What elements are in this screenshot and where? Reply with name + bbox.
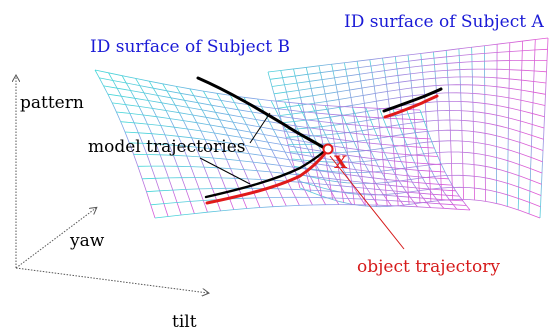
mesh-line <box>445 50 454 200</box>
mesh-line <box>133 153 453 186</box>
mesh-line <box>394 56 410 205</box>
model-trajectories-leader-upper <box>249 112 271 144</box>
mesh-line <box>271 60 547 87</box>
id-surface-subject-a <box>267 37 549 219</box>
mesh-line <box>275 76 547 102</box>
mesh-line <box>137 165 456 192</box>
object-trajectory-label: object trajectory <box>357 257 500 277</box>
mesh-line <box>120 121 442 165</box>
mesh-line <box>285 119 544 140</box>
mesh-line <box>142 177 460 197</box>
mesh-line <box>146 187 463 202</box>
mesh-line <box>154 204 471 219</box>
mesh-line <box>420 53 432 202</box>
mesh-line <box>279 92 546 116</box>
mesh-line <box>458 48 464 200</box>
model-trajectory-right <box>382 87 443 113</box>
axis-tilt-line <box>15 267 208 293</box>
mesh-line <box>506 42 511 207</box>
mesh-line <box>295 173 542 196</box>
mesh-line <box>528 39 536 214</box>
mesh-line <box>517 41 523 210</box>
model-trajectory-lower <box>204 148 328 199</box>
mesh-line <box>112 102 435 149</box>
mesh-line <box>299 187 541 219</box>
axis-yaw-label: yaw <box>69 231 105 251</box>
object-trajectory-leader <box>329 155 405 250</box>
mesh-line <box>99 77 424 121</box>
model-trajectories-label: model trajectories <box>88 137 246 157</box>
model-trajectories-leader-lower <box>199 157 251 185</box>
model-trajectory-upper <box>196 76 328 151</box>
mesh-line <box>107 93 431 140</box>
surface-b-label: ID surface of Subject B <box>90 37 290 57</box>
mesh-line <box>283 109 545 131</box>
mesh-line <box>291 151 543 174</box>
mesh-line <box>150 196 467 206</box>
mesh-line <box>129 142 449 180</box>
axis-pattern-label: pattern <box>20 93 84 113</box>
axis-tilt-label: tilt <box>172 312 197 331</box>
mesh-line <box>94 69 421 111</box>
mesh-line <box>269 48 548 80</box>
surface-a-label: ID surface of Subject A <box>344 12 544 32</box>
intersection-circle <box>322 143 334 155</box>
mesh-line <box>281 101 545 124</box>
mesh-line <box>273 68 547 95</box>
mesh-line <box>124 131 446 173</box>
mesh-line <box>277 84 546 109</box>
mesh-line <box>116 111 438 157</box>
mesh-line <box>267 37 549 73</box>
intersection-marker-label: X <box>334 153 348 173</box>
object-trajectory-right <box>383 94 439 119</box>
object-trajectory-lower <box>205 149 329 205</box>
mesh-line <box>471 47 475 200</box>
id-surface-subject-b <box>94 69 471 219</box>
mesh-line <box>496 44 498 204</box>
mesh-line <box>293 163 542 185</box>
